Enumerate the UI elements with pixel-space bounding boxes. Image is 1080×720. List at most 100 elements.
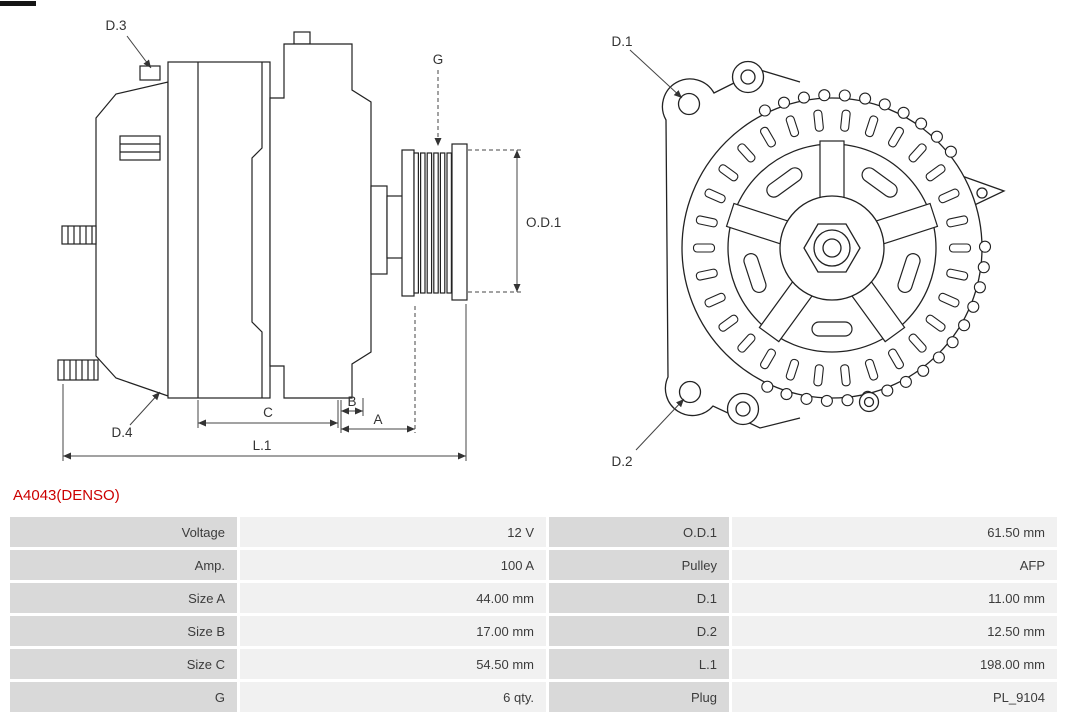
front-view-leaders [629,49,685,451]
front-view [661,60,1006,429]
serration-tooth [797,91,810,104]
serration-tooth [878,98,891,111]
side-view [57,31,468,399]
spec-label-cell: L.1 [549,649,729,679]
serration-tooth [973,281,986,294]
pulley-rib [433,152,439,294]
mount-hole-d1 [677,92,701,116]
serrations-and-vents [692,89,992,407]
vent-slot [840,364,851,387]
spec-label-cell: D.2 [549,616,729,646]
serration-tooth [897,106,910,119]
face-vent [743,253,767,293]
spec-label-cell: Plug [549,682,729,712]
mount-bracket-outline [661,69,801,429]
spec-label-cell: Size A [10,583,237,613]
dim-label-od1: O.D.1 [526,215,561,230]
serration-tooth [859,92,872,105]
vent-slot [938,188,960,204]
vent-slot [946,268,969,281]
vent-slot [946,215,969,228]
vent-slot [785,358,800,381]
spec-label-cell: Amp. [10,550,237,580]
spec-label-cell: O.D.1 [549,517,729,547]
stator-body [167,61,271,399]
vent-slot [718,314,739,332]
spec-label-cell: D.1 [549,583,729,613]
dim-label-d2: D.2 [611,454,632,469]
serration-tooth [838,89,851,102]
fan-spokes [725,140,939,343]
vent-slot [948,243,972,253]
front-bracket [269,43,372,399]
pulley-rib [426,152,433,294]
mount-hole-d2 [678,380,702,404]
dim-label-d1: D.1 [611,34,632,49]
serration-tooth [881,384,894,397]
vent-slot [718,164,739,182]
vent-slot [925,314,946,332]
pulley-rib [413,152,420,294]
vent-slot [888,348,904,370]
serration-tooth [818,89,831,102]
rear-bolt [139,65,161,81]
spec-label-cell: Size C [10,649,237,679]
dim-label-a: A [373,412,382,427]
spec-value-cell: 44.00 mm [240,583,546,613]
dimension-labels: D.3 G O.D.1 D.4 C B A L.1 D.1 D.2 [105,18,632,469]
spec-value-cell: 6 qty. [240,682,546,712]
serration-tooth [944,145,957,158]
pulley-rib [446,152,453,294]
mount-hole-top [740,69,756,85]
vent-slot [695,268,718,281]
vent-slot [888,126,904,148]
vent-slot [864,358,879,381]
spec-label-cell: G [10,682,237,712]
spec-value-cell: 54.50 mm [240,649,546,679]
shaft-end [822,238,842,258]
serration-tooth [780,388,793,401]
side-lug-hole [976,187,988,199]
side-view-dimensions [62,35,524,461]
spec-value-cell: 11.00 mm [732,583,1057,613]
terminal-stud [61,225,97,245]
leader-d1 [629,49,683,99]
technical-drawing: D.3 G O.D.1 D.4 C B A L.1 D.1 D.2 [57,18,1006,469]
spacer [370,185,388,275]
dim-label-b: B [347,394,356,409]
serration-tooth [777,96,791,109]
dim-label-l1: L.1 [253,438,272,453]
face-vent [766,167,803,198]
serration-tooth [899,375,912,388]
top-bolt [293,31,311,45]
serration-tooth [978,240,992,253]
spec-value-cell: 12.50 mm [732,616,1057,646]
spec-label-cell: Size B [10,616,237,646]
vent-slot [908,333,927,353]
vent-slot [840,109,851,132]
vent-slot [737,143,756,163]
part-number: A4043(DENSO) [13,487,120,504]
spec-table: Voltage 12 V O.D.1 61.50 mm Amp. 100 A P… [10,517,1057,712]
vent-slot [864,115,879,138]
vent-slot [704,292,726,308]
dim-label-d4: D.4 [111,425,133,440]
serration-tooth [967,300,980,313]
vent-slot [813,364,824,387]
spec-label-cell: Voltage [10,517,237,547]
serration-tooth [958,319,971,332]
spec-value-cell: 12 V [240,517,546,547]
vent-slot [938,292,960,308]
spec-value-cell: PL_9104 [732,682,1057,712]
leader-d4 [129,391,161,426]
serration-tooth [841,394,854,407]
dim-label-g: G [433,52,444,67]
rear-housing [95,81,169,397]
face-vent [861,167,898,198]
vent-slot [908,143,927,163]
pulley-rib [439,152,446,294]
serration-tooth [930,130,943,143]
vent-slot [692,243,716,253]
vent-slot [704,188,726,204]
spec-value-cell: AFP [732,550,1057,580]
